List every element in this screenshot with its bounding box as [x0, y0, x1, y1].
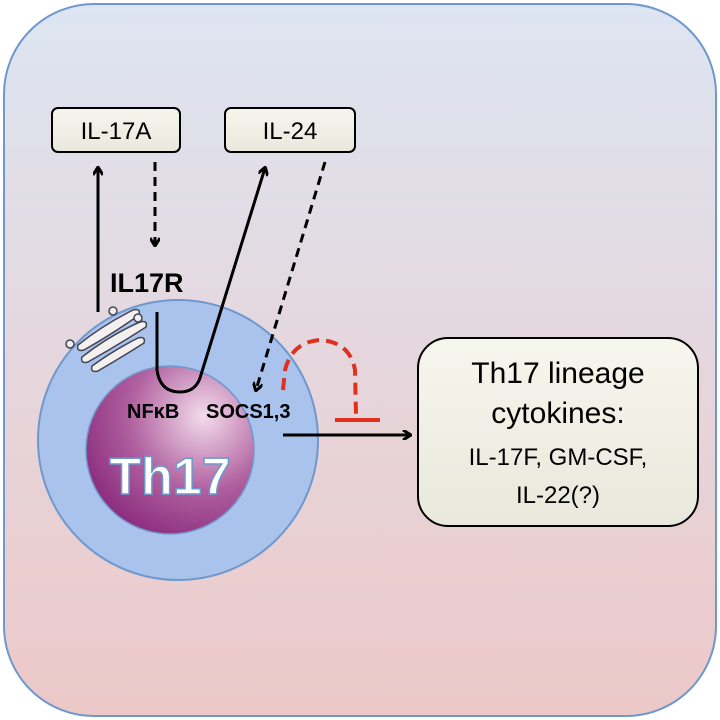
- il24-box: IL-24: [224, 107, 356, 153]
- nfkb-il24-arrow: [155, 168, 265, 394]
- il17a-label: IL-17A: [81, 118, 152, 145]
- il17r-label: IL17R: [110, 268, 184, 298]
- lineage-cytokines-2: IL-22(?): [516, 482, 600, 509]
- golgi-icon: [65, 306, 148, 373]
- th17-cell-label: Th17: [109, 448, 230, 506]
- lineage-title-2: cytokines:: [491, 397, 624, 430]
- nucleus: [85, 365, 255, 535]
- il17a-box: IL-17A: [51, 107, 181, 153]
- socs-label: SOCS1,3: [206, 401, 290, 423]
- il24-label: IL-24: [263, 118, 318, 145]
- lineage-title-1: Th17 lineage: [471, 357, 644, 390]
- nfkb-label: NFκB: [127, 401, 179, 423]
- il24-socs-arrow: [256, 161, 327, 390]
- lineage-cytokines-1: IL-17F, GM-CSF,: [469, 444, 648, 471]
- th17-lineage-box: Th17 lineage cytokines: IL-17F, GM-CSF, …: [417, 337, 699, 527]
